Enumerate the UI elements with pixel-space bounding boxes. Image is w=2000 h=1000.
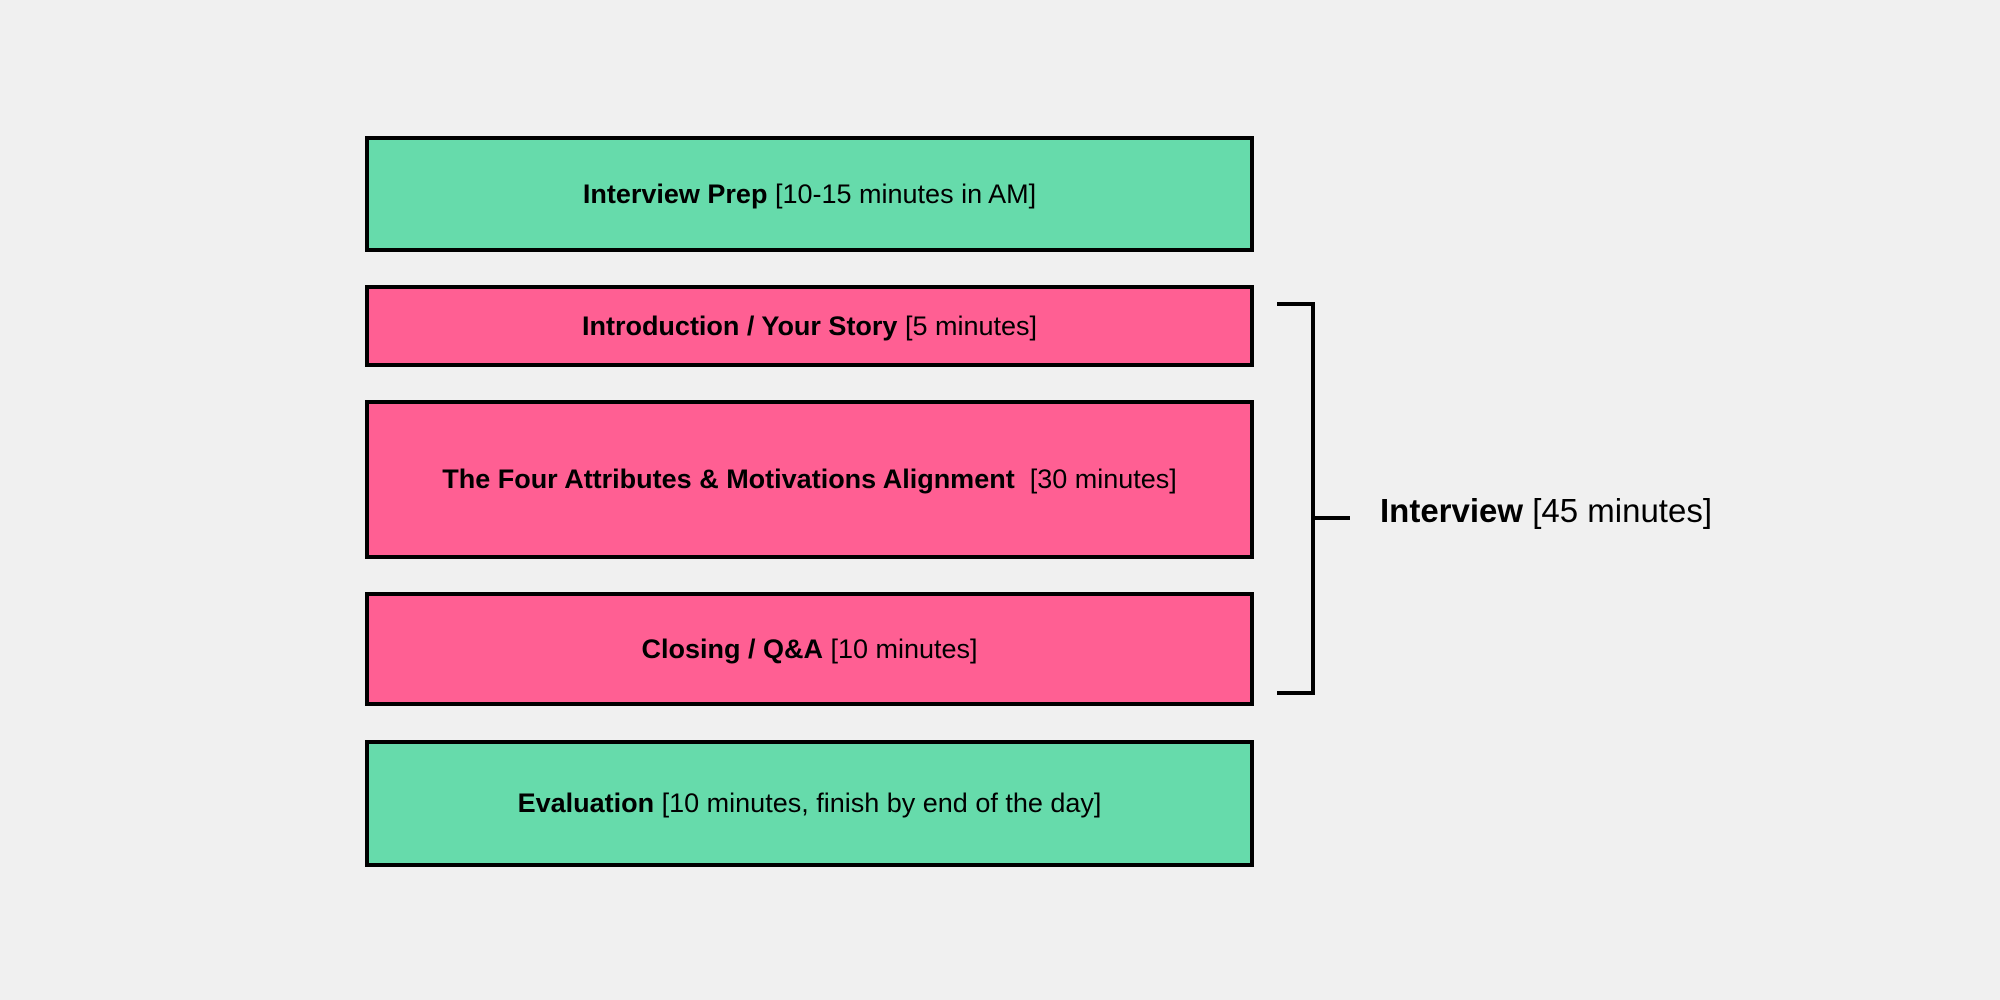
introduction-block: Introduction / Your Story [5 minutes] [365, 285, 1254, 367]
closing-title: Closing / Q&A [641, 633, 823, 664]
closing-block: Closing / Q&A [10 minutes] [365, 592, 1254, 706]
interview-prep-time: [10-15 minutes in AM] [774, 178, 1037, 209]
evaluation-title: Evaluation [517, 788, 655, 818]
introduction-title: Introduction / Your Story [581, 310, 898, 341]
interview-label: Interview [45 minutes] [1380, 492, 1712, 530]
interview-prep-title: Interview Prep [582, 178, 768, 209]
interview-label-title: Interview [1380, 492, 1524, 529]
four-attributes-block: The Four Attributes & Motivations Alignm… [365, 400, 1254, 559]
interview-prep-block: Interview Prep [10-15 minutes in AM] [365, 136, 1254, 252]
closing-time: [10 minutes] [830, 633, 978, 664]
four-attributes-title: The Four Attributes & Motivations Alignm… [442, 464, 1015, 494]
evaluation-time: [10 minutes, finish by end of the day] [661, 788, 1102, 818]
interview-label-time: [45 minutes] [1532, 492, 1712, 529]
four-attributes-time: [30 minutes] [1029, 464, 1177, 494]
introduction-time: [5 minutes] [904, 310, 1038, 341]
evaluation-block: Evaluation [10 minutes, finish by end of… [365, 740, 1254, 867]
bracket-line [1277, 302, 1315, 695]
